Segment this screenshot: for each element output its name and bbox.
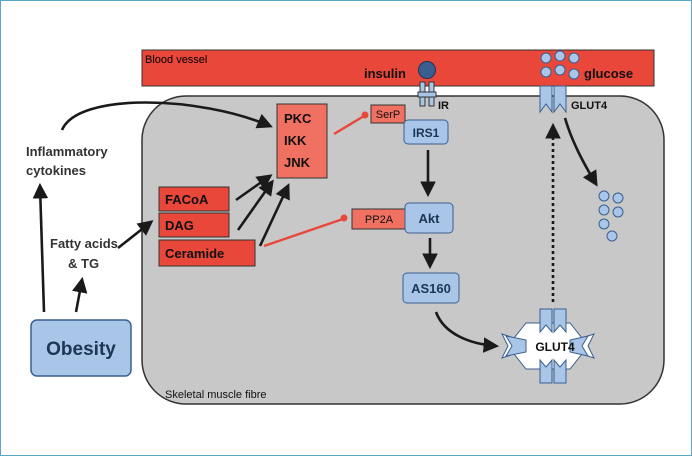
blood-vessel: [141, 49, 655, 87]
insulin-label: insulin: [364, 66, 406, 81]
ikk-label: IKK: [284, 133, 307, 148]
serp-label: SerP: [376, 109, 400, 121]
ir-label: IR: [438, 100, 449, 112]
fatty-acids-label-1: Fatty acids: [50, 236, 118, 251]
arrow-dag-to-pkc: [236, 179, 274, 231]
inhibition-lines: [263, 111, 369, 248]
glucose-molecules-cell: [598, 190, 624, 242]
arrows: [32, 101, 598, 353]
insulin-molecule: [418, 61, 436, 79]
arrow-obesity-to-fatty-acids: [72, 276, 88, 313]
glut4-vesicle: [501, 308, 595, 384]
akt-label: Akt: [419, 211, 441, 226]
jnk-label: JNK: [284, 155, 311, 170]
arrow-fatty-acids-to-lipids: [117, 220, 154, 250]
arrow-obesity-to-cytokines: [32, 182, 49, 313]
pkc-ikk-jnk-box: [276, 103, 328, 179]
serp-box: [370, 104, 406, 124]
facoa-box: [158, 186, 230, 212]
glucose-molecules-vessel: [540, 50, 580, 80]
blood-vessel-label: Blood vessel: [145, 54, 207, 66]
glut4-top-label: GLUT4: [571, 100, 608, 112]
akt-box: [404, 202, 454, 234]
arrow-glut4-to-glucose: [563, 117, 598, 187]
arrow-as160-to-glut4: [434, 311, 500, 353]
glut4-transporter-membrane: [539, 85, 567, 114]
obesity-label: Obesity: [46, 339, 116, 360]
dag-label: DAG: [165, 218, 194, 233]
ceramide-box: [158, 239, 256, 267]
pkc-label: PKC: [284, 111, 312, 126]
glucose-label: glucose: [584, 66, 633, 81]
glut4-vesicle-label: GLUT4: [535, 340, 575, 354]
inhibit-ceramide-to-pp2a: [263, 217, 344, 248]
arrow-cytokines-to-pkc: [60, 101, 273, 131]
dag-box: [158, 212, 230, 238]
inflammatory-label-2: cytokines: [26, 163, 86, 178]
pp2a-label: PP2A: [365, 214, 394, 226]
inhibit-pkc-to-serp: [333, 114, 365, 136]
insulin-receptor: [417, 81, 437, 107]
muscle-fibre-label: Skeletal muscle fibre: [165, 389, 267, 401]
irs1-box: [403, 119, 449, 145]
as160-label: AS160: [411, 281, 451, 296]
inflammatory-label-1: Inflammatory: [26, 144, 108, 159]
irs1-label: IRS1: [413, 126, 440, 140]
ceramide-label: Ceramide: [165, 246, 224, 261]
fatty-acids-label-2: & TG: [68, 256, 99, 271]
as160-box: [402, 272, 460, 304]
arrow-ceramide-to-pkc: [258, 183, 290, 247]
obesity-box: [30, 319, 132, 377]
facoa-label: FACoA: [165, 192, 209, 207]
